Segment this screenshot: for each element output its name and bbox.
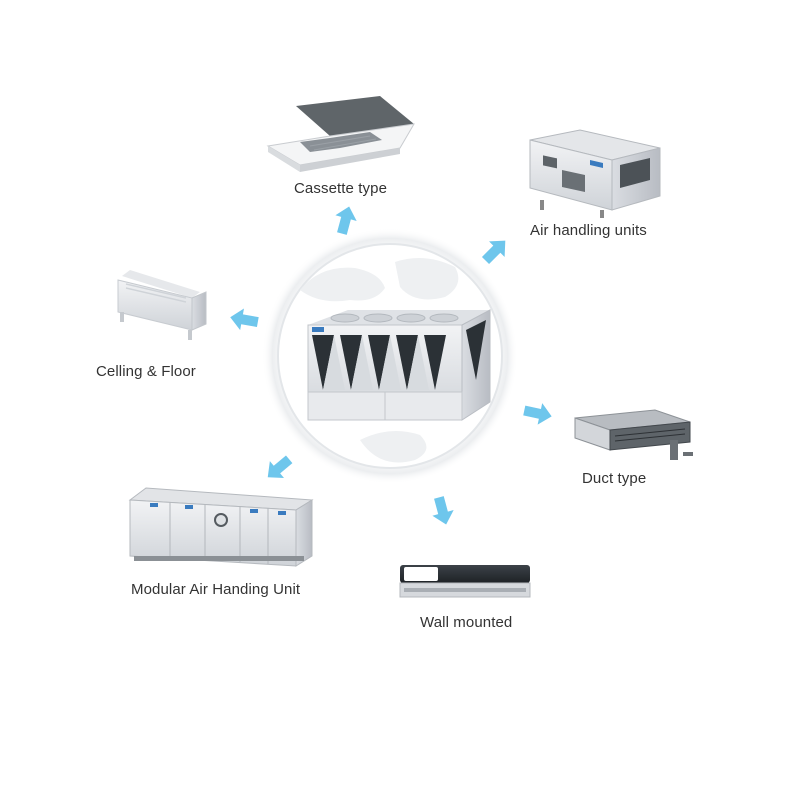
arrows	[230, 206, 552, 525]
label-air-handling-units: Air handling units	[530, 222, 647, 239]
outdoor-chiller-unit-icon	[307, 309, 491, 421]
cassette-ac-icon	[266, 96, 415, 172]
modular-ahu-icon	[128, 487, 314, 567]
label-modular-air-handing-unit: Modular Air Handing Unit	[131, 581, 301, 598]
label-duct-type: Duct type	[582, 470, 647, 487]
arrow-down-left-icon	[267, 455, 293, 478]
ceiling-floor-unit-icon	[117, 270, 207, 340]
air-handling-unit-icon	[529, 129, 661, 218]
arrow-up-right-icon	[481, 240, 506, 265]
label-wall-mounted: Wall mounted	[420, 614, 513, 631]
duct-unit-icon	[574, 409, 693, 460]
wall-mounted-ac-icon	[399, 565, 531, 598]
arrow-right-icon	[523, 403, 552, 425]
arrow-up-icon	[335, 206, 357, 235]
label-celling-floor: Celling & Floor	[96, 363, 196, 380]
arrow-down-icon	[432, 496, 454, 525]
label-cassette-type: Cassette type	[294, 180, 388, 197]
arrow-left-icon	[230, 308, 259, 331]
